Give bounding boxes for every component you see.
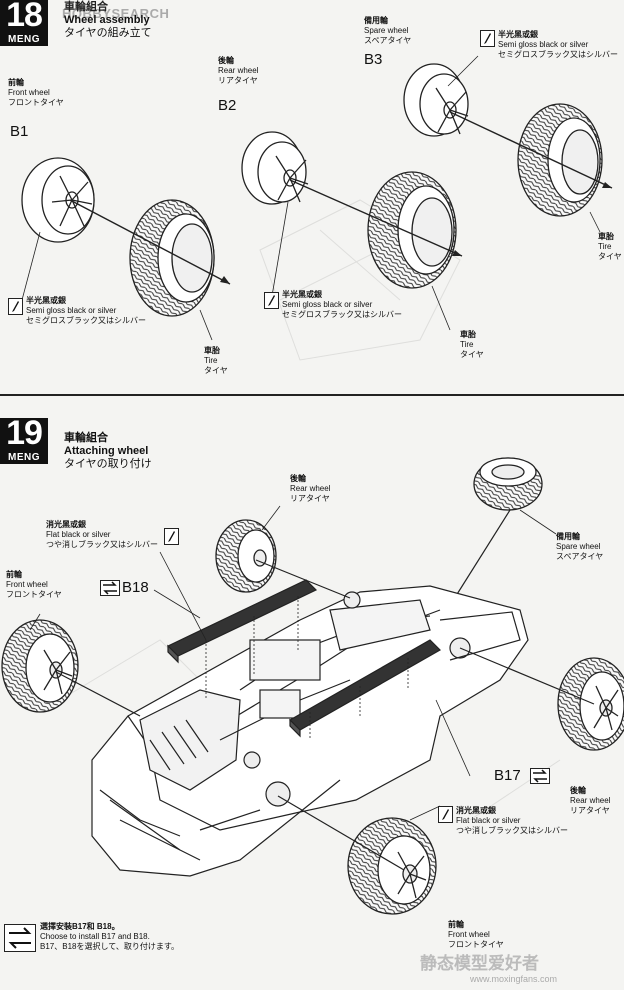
part-b3: B3 — [364, 51, 383, 68]
step-18-title-jp: タイヤの組み立て — [64, 27, 152, 39]
rear-wheel-top — [215, 519, 277, 593]
paint-brush-icon — [480, 30, 495, 47]
step-18-number: 18 — [6, 0, 43, 34]
step-19-number: 19 — [6, 414, 43, 452]
part-b1: B1 — [10, 123, 29, 140]
wheel-rim-b3 — [403, 63, 469, 137]
swap-arrows-icon — [100, 580, 120, 596]
watermark-top: HOBBYSEARCH — [62, 6, 170, 21]
step-19-badge: 19 MENG — [0, 414, 48, 464]
brand-logo: MENG — [8, 34, 40, 45]
wheel-rim-b2 — [241, 131, 309, 205]
paint-brush-icon — [264, 292, 279, 309]
spare-wheel — [473, 457, 543, 511]
rear-wheel-right — [557, 657, 624, 751]
paint-brush-icon — [164, 528, 179, 545]
front-wheel-bottom — [347, 817, 437, 915]
step-18-title-en: Wheel assembly — [64, 14, 150, 26]
tire-rear — [367, 171, 457, 289]
wheel-rim-b1 — [21, 157, 95, 243]
part-b18: B18 — [122, 579, 149, 596]
step-19-title-jp: タイヤの取り付け — [64, 458, 152, 470]
install-choice-note: 選擇安裝B17和 B18。 Choose to install B17 and … — [40, 922, 180, 951]
step-18-title: Wheel assembly タイヤの組み立て — [64, 14, 152, 40]
step-18-title-zh: 車輪組合 — [64, 1, 108, 13]
front-wheel-left — [1, 619, 79, 713]
side-rail-b17 — [289, 639, 441, 740]
step-19-title: 車輪組合 Attaching wheel タイヤの取り付け — [64, 432, 152, 471]
tire-front — [129, 199, 215, 317]
swap-arrows-icon — [4, 924, 36, 952]
section-divider — [0, 394, 624, 396]
step-18-badge: 18 MENG — [0, 0, 48, 46]
watermark-bottom: 静态模型爱好者 — [420, 954, 539, 973]
swap-arrows-icon — [530, 768, 550, 784]
step-19-title-zh: 車輪組合 — [64, 432, 108, 444]
paint-brush-icon — [438, 806, 453, 823]
step-19-title-en: Attaching wheel — [64, 445, 149, 457]
side-rail-b18 — [166, 579, 318, 700]
paint-brush-icon — [8, 298, 23, 315]
brand-logo: MENG — [8, 452, 40, 463]
part-b2: B2 — [218, 97, 237, 114]
watermark-url: www.moxingfans.com — [470, 974, 558, 984]
tire-spare — [517, 103, 603, 217]
part-b17: B17 — [494, 767, 521, 784]
